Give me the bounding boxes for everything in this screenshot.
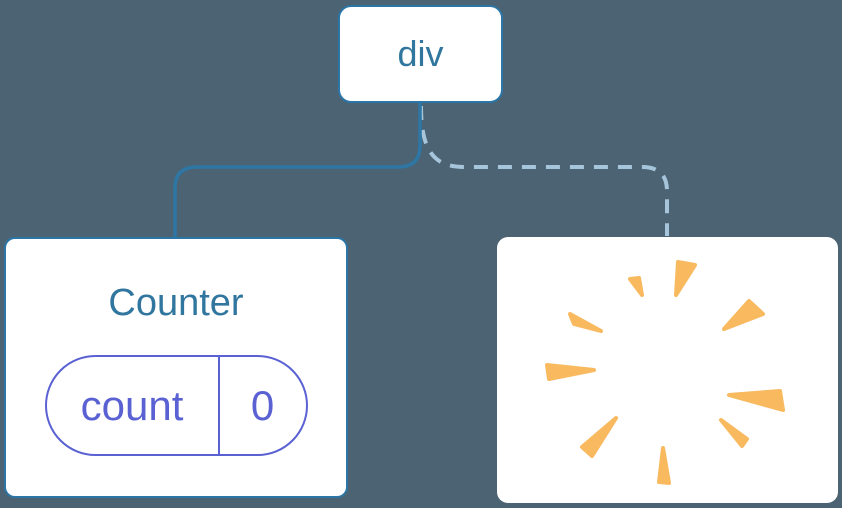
poof-burst-icon — [545, 260, 785, 485]
poof-ray — [674, 260, 697, 297]
poof-ray — [545, 363, 596, 381]
state-pill-divider — [217, 357, 220, 454]
poof-ray — [727, 389, 785, 412]
poof-ray — [568, 312, 603, 333]
state-pill: count 0 — [44, 355, 308, 456]
poof-ray — [657, 446, 671, 485]
dashed-edge-to-removed — [419, 105, 669, 236]
solid-edge-to-counter — [173, 101, 422, 237]
root-node-label: div — [397, 33, 444, 74]
poof-ray — [628, 276, 644, 297]
poof-ray — [722, 299, 765, 331]
state-value: 0 — [250, 381, 275, 429]
counter-component-node: Counter count 0 — [4, 237, 348, 498]
counter-node-title: Counter — [108, 282, 244, 324]
removed-component-node — [497, 237, 838, 503]
poof-ray — [580, 416, 618, 458]
state-key: count — [80, 381, 184, 429]
poof-ray — [719, 418, 749, 448]
root-div-node: div — [338, 5, 503, 103]
